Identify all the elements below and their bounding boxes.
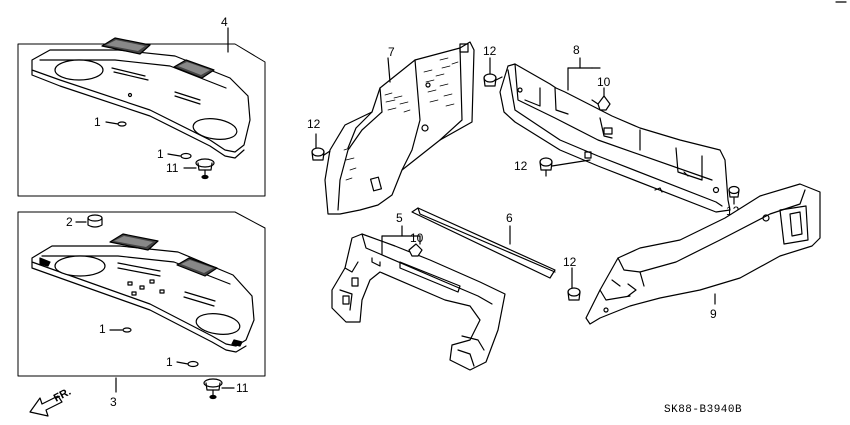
side-lining-part-9: 9 — [585, 183, 821, 325]
callout-12-a: 12 — [307, 117, 321, 131]
clip-part-1-b — [180, 152, 192, 160]
fastener-part-11-a — [195, 158, 215, 180]
callout-1-b: 1 — [157, 147, 164, 161]
callout-7: 7 — [388, 45, 395, 59]
callout-5: 5 — [396, 211, 403, 225]
callout-10-b: 10 — [410, 231, 424, 245]
callout-1-c: 1 — [99, 322, 106, 336]
clip-part-12-a — [311, 147, 331, 161]
callout-6: 6 — [506, 211, 513, 225]
clip-part-12-d — [728, 185, 740, 198]
clip-part-12-b — [483, 73, 503, 87]
clip-part-10-a — [591, 95, 611, 111]
rear-tray-upper-box: 4 1 1 11 — [17, 15, 266, 197]
callout-3: 3 — [110, 395, 117, 409]
weatherstrip-part-6: 6 — [411, 207, 556, 279]
callout-8: 8 — [573, 43, 580, 57]
front-direction-label: FR. — [52, 386, 73, 405]
callout-9: 9 — [710, 307, 717, 321]
callout-1-d: 1 — [166, 355, 173, 369]
callout-12-b: 12 — [483, 44, 497, 58]
rear-tray-lower — [31, 233, 255, 353]
callout-2: 2 — [66, 215, 73, 229]
callout-4: 4 — [221, 15, 228, 29]
rear-tray-upper — [31, 37, 251, 159]
rear-panel-part-8: 8 — [499, 43, 731, 213]
lower-frame-part-5: 5 — [331, 211, 506, 371]
clip-part-1 — [117, 121, 127, 127]
clip-part-10-b — [408, 243, 423, 257]
callout-1-a: 1 — [94, 115, 101, 129]
front-direction-arrow-icon — [29, 395, 63, 417]
clip-part-12-e — [567, 287, 581, 301]
clip-part-1-c — [122, 327, 132, 333]
plug-part-2 — [87, 214, 103, 228]
callout-12-c: 12 — [514, 159, 528, 173]
clip-part-12-c — [539, 157, 553, 177]
side-lining-part-7: 7 — [324, 41, 475, 215]
diagram-code: SK88-B3940B — [664, 404, 743, 416]
callout-12-e: 12 — [563, 255, 577, 269]
fastener-part-11-b — [203, 378, 223, 400]
callout-10-a: 10 — [597, 75, 611, 89]
clip-part-1-d — [187, 360, 199, 368]
callout-11-a: 11 — [166, 161, 179, 175]
rear-tray-lower-box: 2 1 1 11 3 — [17, 211, 266, 409]
callout-11-b: 11 — [236, 381, 249, 395]
